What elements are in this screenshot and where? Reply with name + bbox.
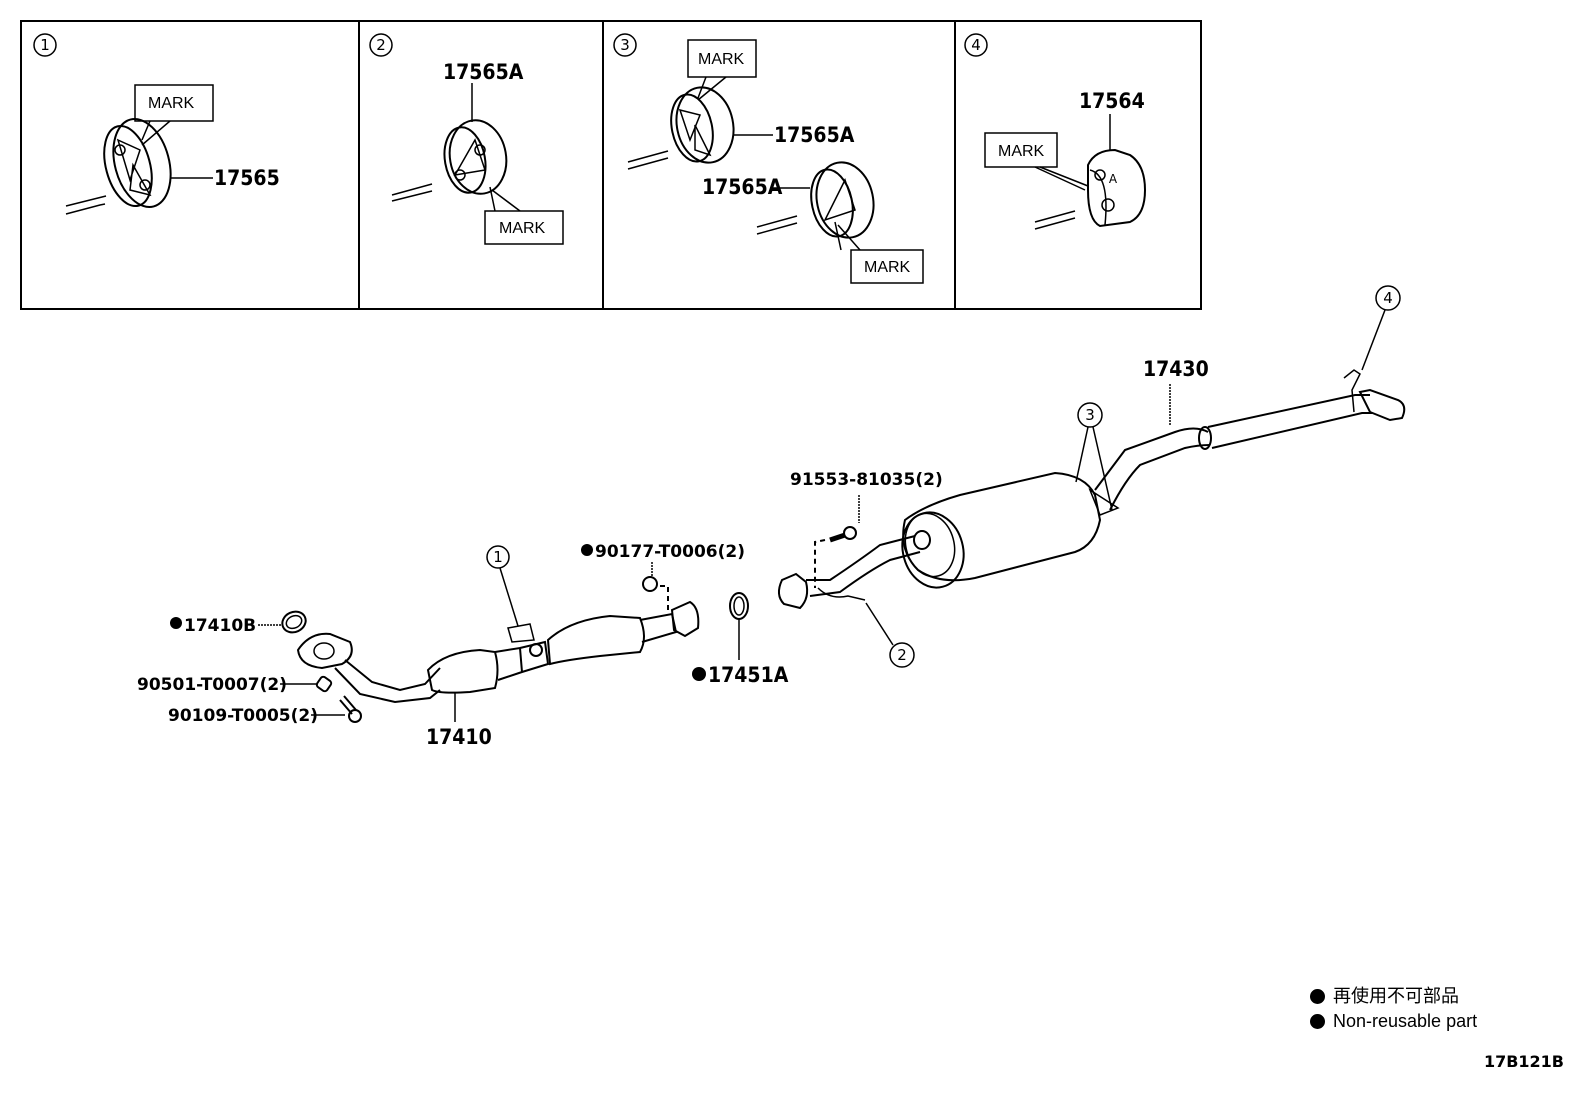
inset-panels	[20, 20, 1202, 310]
hanger-bracket-3	[1088, 488, 1120, 516]
panel-index-label: 4	[971, 36, 981, 54]
panel-index-label: 2	[376, 36, 386, 54]
part-number-17565a: 17565A	[702, 175, 783, 199]
callout-label: 3	[1085, 406, 1095, 424]
mark-callout: MARK	[134, 84, 214, 146]
inset-panel-3: 3 MARK 17565A 17565A MARK	[613, 33, 924, 284]
callout-label: 2	[897, 646, 907, 664]
legend-item: 再使用不可部品	[1310, 984, 1477, 1009]
mark-callout: MARK	[984, 132, 1089, 191]
dashed-pipe-stub	[756, 215, 798, 235]
bolt-icon	[339, 695, 357, 715]
part-number-17565: 17565	[214, 166, 280, 190]
inset-panel-4: 4 17564 MARK A	[964, 33, 1147, 230]
panel-index-badge: 4	[964, 33, 988, 57]
legend-text-japanese: 再使用不可部品	[1333, 986, 1459, 1006]
callout-label: 1	[493, 548, 503, 566]
part-number-90177-t0006: 90177-T0006(2)	[595, 542, 745, 562]
part-number-17565a: 17565A	[443, 60, 524, 84]
dashed-pipe-stub	[627, 150, 669, 170]
callout-1: 1	[486, 545, 519, 627]
mark-label: MARK	[698, 51, 745, 68]
part-90109-t0005: 90109-T0005(2)	[168, 695, 362, 726]
rubber-hanger-icon	[670, 86, 735, 164]
part-90177-t0006: 90177-T0006(2)	[581, 542, 745, 612]
legend: 再使用不可部品 Non-reusable part	[1310, 984, 1477, 1034]
sensor-boss	[529, 643, 543, 657]
leader-line	[865, 602, 894, 646]
rubber-hanger-icon: A	[1087, 148, 1147, 228]
legend-item: Non-reusable part	[1310, 1009, 1477, 1034]
part-number-17410: 17410	[426, 725, 492, 749]
mark-label: MARK	[499, 220, 546, 237]
legend-text-english: Non-reusable part	[1333, 1011, 1478, 1031]
flange-rear	[670, 600, 700, 638]
callout-2: 2	[865, 602, 915, 668]
svg-text:A: A	[1109, 172, 1118, 186]
part-number-17565a: 17565A	[774, 123, 855, 147]
nut-icon	[642, 576, 658, 592]
mark-label: MARK	[148, 95, 195, 112]
part-number-17564: 17564	[1079, 89, 1145, 113]
inset-frame	[20, 20, 1202, 310]
filled-circle-icon	[1310, 1014, 1325, 1029]
part-17430-tail-pipe: 17430	[778, 357, 1406, 610]
illustration-code: 17B121B	[1483, 1052, 1564, 1071]
gasket-ring-icon	[281, 610, 307, 634]
hanger-bracket-2	[817, 587, 866, 601]
leader-line	[1361, 309, 1386, 371]
panel-index-badge: 3	[613, 33, 637, 57]
panel-index-label: 3	[620, 36, 630, 54]
callout-label: 4	[1383, 289, 1393, 307]
mark-callout: MARK	[834, 221, 924, 284]
dashed-pipe-stub	[391, 183, 433, 202]
rubber-hanger-icon	[443, 119, 508, 195]
inset-panel-1: 1 MARK 17565	[33, 33, 280, 215]
inset-panel-2: 2 17565A MARK	[369, 33, 564, 245]
catalytic-converter-front	[426, 648, 499, 694]
hanger-bracket-4	[1343, 369, 1361, 413]
part-number-91553-81035: 91553-81035(2)	[790, 470, 943, 490]
mark-label: MARK	[864, 259, 911, 276]
panel-index-label: 1	[40, 36, 50, 54]
leader-line	[1092, 426, 1113, 511]
mark-callout: MARK	[484, 186, 564, 245]
callout-3: 3	[1075, 402, 1113, 511]
part-number-90501-t0007: 90501-T0007(2)	[137, 675, 287, 695]
non-reusable-dot	[170, 617, 182, 629]
flange	[296, 632, 353, 670]
flange-inlet	[778, 572, 809, 610]
non-reusable-dot	[581, 544, 593, 556]
mark-callout: MARK	[687, 39, 757, 101]
part-17410b: 17410B	[170, 610, 307, 636]
part-number-17410b: 17410B	[184, 616, 256, 636]
part-number-17451a: 17451A	[708, 663, 789, 687]
rubber-hanger-icon	[810, 161, 875, 239]
filled-circle-icon	[1310, 989, 1325, 1004]
panel-index-badge: 2	[369, 33, 393, 57]
panel-index-badge: 1	[33, 33, 57, 57]
part-number-90109-t0005: 90109-T0005(2)	[168, 706, 318, 726]
callout-4: 4	[1361, 285, 1401, 371]
rubber-hanger-icon	[103, 117, 172, 209]
leader-line	[499, 567, 519, 627]
part-91553-81035: 91553-81035(2)	[790, 470, 943, 588]
part-number-17430: 17430	[1143, 357, 1209, 381]
part-17410-front-pipe: 17410	[296, 600, 700, 749]
non-reusable-dot	[692, 667, 706, 681]
part-90501-t0007: 90501-T0007(2)	[137, 675, 333, 695]
spring-icon	[315, 675, 333, 693]
part-17451a: 17451A	[692, 592, 789, 687]
catalytic-converter-rear	[546, 614, 645, 666]
dashed-pipe-stub	[1034, 210, 1076, 230]
mark-label: MARK	[998, 143, 1045, 160]
bolt-icon	[829, 532, 846, 543]
leader-line	[1075, 426, 1089, 483]
hanger-bracket-1	[507, 623, 535, 643]
dashed-pipe-stub	[65, 195, 107, 215]
